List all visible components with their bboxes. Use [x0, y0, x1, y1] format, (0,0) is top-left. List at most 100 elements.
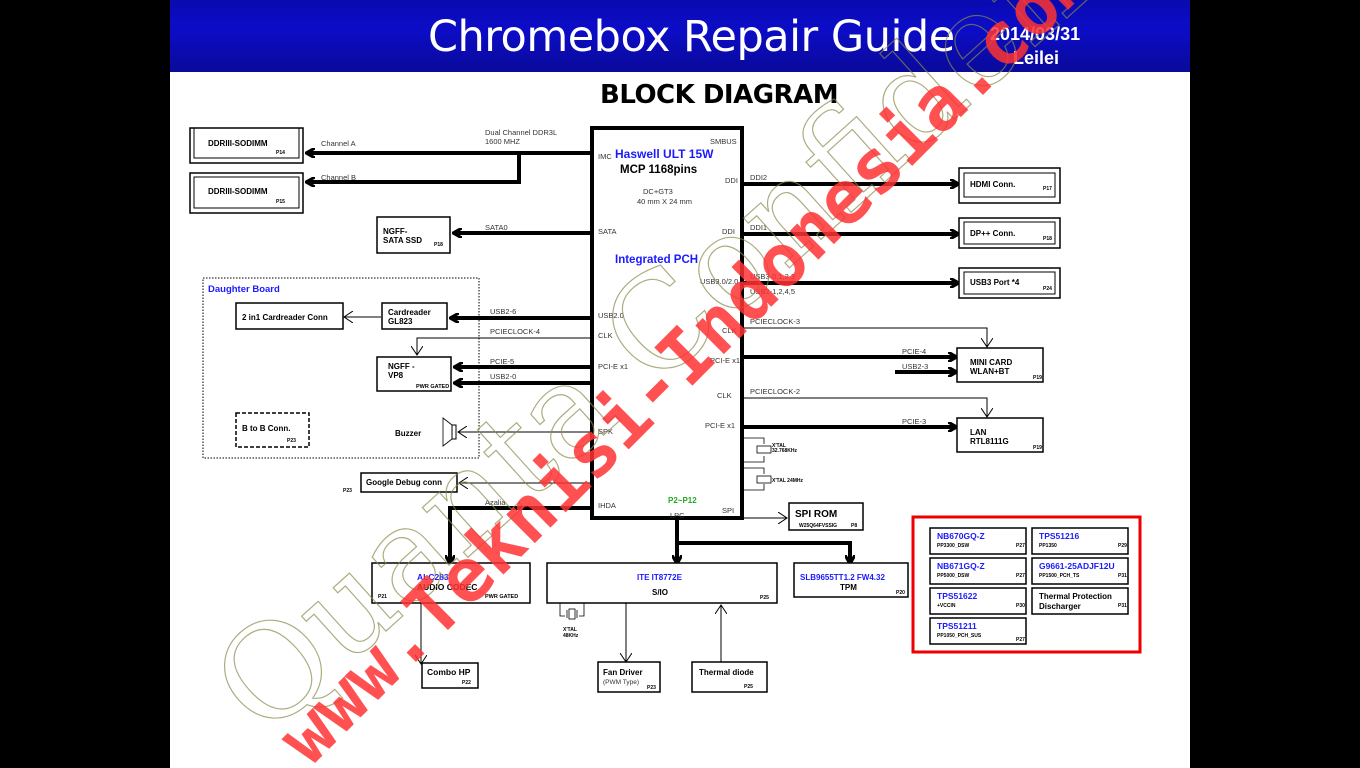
svg-text:32.768KHz: 32.768KHz: [772, 448, 798, 454]
svg-text:PWR GATED: PWR GATED: [416, 384, 449, 390]
port-spi: SPI: [722, 506, 734, 515]
regulator-name: Thermal Protection: [1039, 592, 1112, 601]
regulator-page: P27: [1016, 573, 1025, 579]
svg-text:PWR GATED: PWR GATED: [485, 594, 518, 600]
port-spk: SPK: [598, 427, 613, 436]
port-sata: SATA: [598, 227, 616, 236]
svg-text:PCIE-4: PCIE-4: [902, 347, 926, 356]
regulator-name: TPS51622: [937, 591, 977, 601]
port-clk-2: CLK: [717, 391, 732, 400]
svg-text:Daughter Board: Daughter Board: [208, 284, 280, 295]
slide-title: Chromebox Repair Guide: [428, 12, 955, 62]
diagram-title: BLOCK DIAGRAM: [600, 80, 839, 110]
svg-text:DDI2: DDI2: [750, 173, 767, 182]
regulator-page: P27: [1016, 637, 1025, 643]
svg-text:P20: P20: [896, 590, 905, 596]
svg-text:P17: P17: [1043, 186, 1052, 192]
svg-text:X'TAL: X'TAL: [563, 627, 577, 633]
port-usb2: USB2.0: [598, 311, 624, 320]
daughter-board: Daughter Board 2 in1 Cardreader Conn Car…: [202, 277, 590, 459]
lpc-section: ITE IT8772E S/IO P25 X'TAL 48KHz Fan Dri…: [546, 520, 909, 693]
crystal-icon-24m: [744, 467, 772, 491]
port-ihda: IHDA: [598, 501, 616, 510]
regulator-page: P31: [1118, 573, 1127, 579]
svg-text:GL823: GL823: [388, 317, 413, 326]
cpu-size: 40 mm X 24 mm: [637, 197, 692, 206]
regulator-page: P30: [1016, 603, 1025, 609]
slide: Chromebox Repair Guide 2014/03/31 Leilei…: [170, 0, 1190, 768]
svg-text:TPM: TPM: [840, 583, 857, 592]
crystal-icon-32k: [744, 437, 772, 463]
svg-text:DDI1: DDI1: [750, 223, 767, 232]
svg-text:P21: P21: [378, 594, 387, 600]
regulator-rail: Discharger: [1039, 602, 1081, 611]
svg-text:P18: P18: [1043, 236, 1052, 242]
buzzer-icon: [442, 417, 457, 447]
port-pcie-1: PCI-E x1: [710, 356, 740, 365]
svg-text:2 in1 Cardreader Conn: 2 in1 Cardreader Conn: [242, 313, 328, 322]
svg-text:AUDIO CODEC: AUDIO CODEC: [417, 582, 477, 592]
regulator-rail: PP1350: [1039, 543, 1057, 549]
slide-author: Leilei: [1013, 48, 1060, 68]
dimm-a: DDRIII-SODIMM P14: [189, 127, 304, 164]
svg-text:USB3 Port *4: USB3 Port *4: [970, 278, 1020, 287]
svg-text:P14: P14: [276, 150, 285, 156]
svg-text:PCIECLOCK-2: PCIECLOCK-2: [750, 387, 800, 396]
svg-text:Azalia: Azalia: [485, 498, 506, 507]
regulator-name: TPS51216: [1039, 531, 1079, 541]
port-pcie-2: PCI-E x1: [705, 421, 735, 430]
port-clk-left: CLK: [598, 331, 613, 340]
svg-text:SLB9655TT1.2 FW4.32: SLB9655TT1.2 FW4.32: [800, 573, 885, 582]
svg-text:SATA0: SATA0: [485, 223, 508, 232]
svg-text:HDMI Conn.: HDMI Conn.: [970, 180, 1015, 189]
port-lpc: LPC: [670, 511, 685, 520]
svg-text:ALC283: ALC283: [417, 572, 449, 582]
regulator-page: P31: [1118, 603, 1127, 609]
port-ddi-2: DDI: [722, 227, 735, 236]
regulator-name: TPS51211: [937, 621, 977, 631]
ssd-section: SATA0 NGFF- SATA SSD P18: [376, 216, 590, 254]
svg-text:Google Debug conn: Google Debug conn: [366, 478, 442, 487]
port-clk-1: CLK: [722, 326, 737, 335]
svg-text:RTL8111G: RTL8111G: [970, 437, 1009, 446]
display-usb-section: DDI2 HDMI Conn. P17 DDI1 DP++ Conn. P18 …: [744, 167, 1061, 299]
block-diagram: SMBUS IMC Haswell ULT 15W MCP 1168pins D…: [183, 0, 1190, 768]
regulator-rail: PP1500_PCH_TS: [1039, 573, 1080, 579]
svg-text:USB3-0,1,2,3: USB3-0,1,2,3: [750, 272, 795, 281]
port-ddi-1: DDI: [725, 176, 738, 185]
svg-text:USB2-1,2,4,5: USB2-1,2,4,5: [750, 287, 795, 296]
svg-text:P23: P23: [647, 685, 656, 691]
svg-text:USB2-0: USB2-0: [490, 372, 516, 381]
svg-text:NGFF -: NGFF -: [388, 362, 415, 371]
svg-text:USB2-3: USB2-3: [902, 362, 928, 371]
svg-text:MINI CARD: MINI CARD: [970, 358, 1012, 367]
svg-text:P19: P19: [1033, 375, 1042, 381]
port-pcie-left: PCI-E x1: [598, 362, 628, 371]
svg-text:USB2-6: USB2-6: [490, 307, 516, 316]
pch-label: Integrated PCH: [615, 254, 698, 266]
svg-text:P18: P18: [434, 242, 443, 248]
svg-text:B to B Conn.: B to B Conn.: [242, 424, 290, 433]
svg-text:X'TAL 24MHz: X'TAL 24MHz: [772, 478, 804, 484]
svg-text:P23: P23: [343, 488, 352, 494]
google-debug-conn: Google Debug conn P23: [343, 472, 590, 494]
regulator-name: G9661-25ADJF12U: [1039, 561, 1115, 571]
channel-b-label: Channel B: [321, 173, 356, 182]
port-usb3: USB3.0/2.0: [700, 277, 738, 286]
svg-text:48KHz: 48KHz: [563, 633, 579, 639]
svg-text:Cardreader: Cardreader: [388, 308, 431, 317]
slide-date: 2014/03/31: [990, 24, 1081, 44]
crystal-icon-48khz: [559, 603, 585, 620]
svg-text:PCIECLOCK-4: PCIECLOCK-4: [490, 327, 540, 336]
mem-bus-label-2: 1600 MHZ: [485, 137, 520, 146]
regulator-name: NB670GQ-Z: [937, 531, 985, 541]
cpu-config: DC+GT3: [643, 187, 673, 196]
svg-text:Combo HP: Combo HP: [427, 667, 471, 677]
regulator-rail: PP1050_PCH_SUS: [937, 633, 982, 639]
port-imc: IMC: [598, 152, 612, 161]
svg-text:VP8: VP8: [388, 371, 404, 380]
svg-text:PCIECLOCK-3: PCIECLOCK-3: [750, 317, 800, 326]
svg-text:W25Q64FVSSIG: W25Q64FVSSIG: [799, 523, 837, 529]
memory-section: Dual Channel DDR3L 1600 MHZ Channel A Ch…: [189, 127, 590, 214]
